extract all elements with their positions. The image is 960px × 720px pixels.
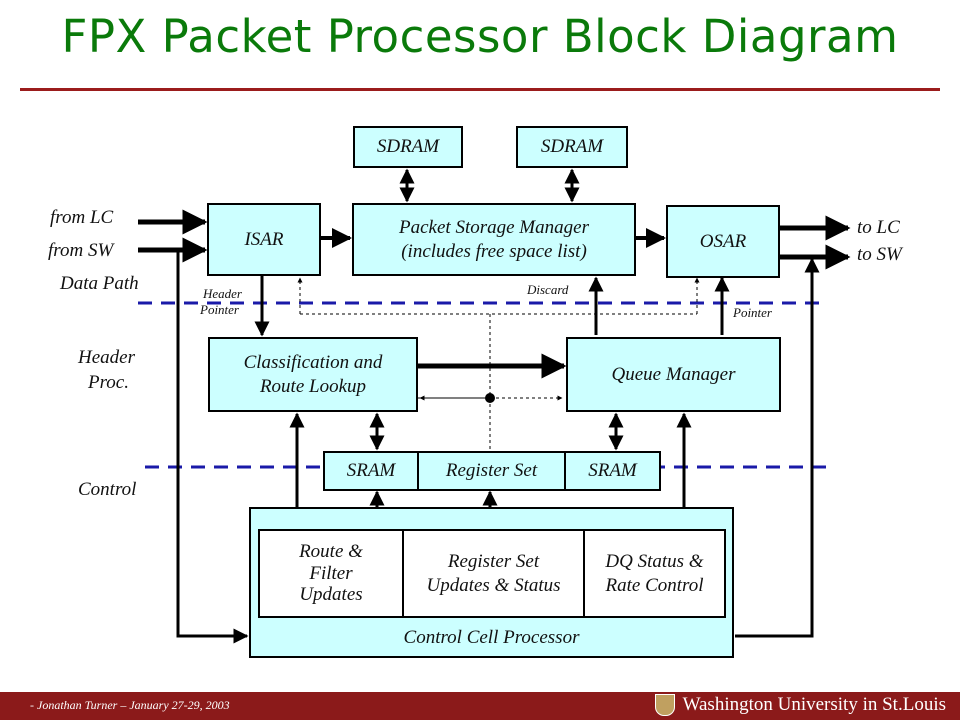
label-to-lc: to LC	[857, 217, 900, 238]
sdram-block-1: SDRAM	[353, 126, 463, 168]
label-header-pointer-2: Pointer	[200, 302, 239, 317]
label-pointer: Pointer	[733, 305, 772, 320]
queue-manager-block: Queue Manager	[566, 337, 781, 412]
psm-label-line2: (includes free space list)	[401, 240, 587, 262]
label-to-sw: to SW	[857, 244, 902, 265]
sdram-label-2: SDRAM	[540, 136, 604, 158]
register-junction	[485, 393, 495, 403]
sram-block-2: SRAM	[564, 451, 661, 491]
sdram-block-2: SDRAM	[516, 126, 628, 168]
label-header-pointer-1: Header	[203, 286, 242, 301]
classify-label-line2: Route Lookup	[259, 375, 367, 397]
route-label-line3: Updates	[299, 584, 363, 606]
isar-block: ISAR	[207, 203, 321, 276]
university-logo: Washington University in St.Louis	[654, 694, 946, 716]
register-set-label: Register Set	[445, 460, 538, 482]
sram-label-2: SRAM	[588, 460, 637, 482]
register-set-updates-block: Register Set Updates & Status	[402, 529, 585, 618]
sdram-label-1: SDRAM	[376, 136, 440, 158]
university-name: Washington University in St.Louis	[682, 694, 946, 715]
psm-label-line1: Packet Storage Manager	[399, 216, 589, 238]
label-data-path: Data Path	[60, 273, 139, 294]
page-title: FPX Packet Processor Block Diagram	[61, 10, 899, 63]
label-control: Control	[78, 479, 137, 500]
osar-label: OSAR	[699, 230, 747, 252]
packet-storage-manager-block: Packet Storage Manager (includes free sp…	[352, 203, 636, 276]
footer-text: - Jonathan Turner – January 27-29, 2003	[30, 698, 230, 712]
dq-label-line1: DQ Status &	[605, 550, 704, 572]
label-from-sw: from SW	[48, 240, 114, 261]
label-from-lc: from LC	[50, 207, 114, 228]
wire-sw-to-ccp	[176, 250, 249, 644]
sram-label-1: SRAM	[346, 460, 396, 482]
dq-label-line2: Rate Control	[605, 574, 704, 596]
dashed-register-lines	[299, 280, 698, 449]
route-label-line2: Filter	[309, 562, 353, 584]
classification-block: Classification and Route Lookup	[208, 337, 418, 412]
route-label-line1: Route &	[299, 540, 363, 562]
label-discard: Discard	[527, 282, 569, 297]
title-rule	[20, 88, 940, 91]
route-filter-updates-block: Route & Filter Updates	[258, 529, 404, 618]
university-shield-icon	[654, 694, 675, 716]
label-header-proc-2: Proc.	[88, 372, 129, 393]
queue-manager-label: Queue Manager	[611, 363, 736, 385]
classify-label-line1: Classification and	[243, 351, 383, 373]
dq-status-block: DQ Status & Rate Control	[583, 529, 726, 618]
register-set-block: Register Set	[417, 451, 566, 491]
label-header-proc-1: Header	[78, 347, 135, 368]
sram-block-1: SRAM	[323, 451, 419, 491]
wire-ccp-to-sw	[735, 257, 820, 638]
ccp-label: Control Cell Processor	[403, 627, 580, 649]
osar-block: OSAR	[666, 205, 780, 278]
isar-label: ISAR	[244, 228, 284, 250]
footer-bar: - Jonathan Turner – January 27-29, 2003 …	[0, 692, 960, 720]
regupd-label-line1: Register Set	[447, 550, 540, 572]
regupd-label-line2: Updates & Status	[426, 574, 561, 596]
